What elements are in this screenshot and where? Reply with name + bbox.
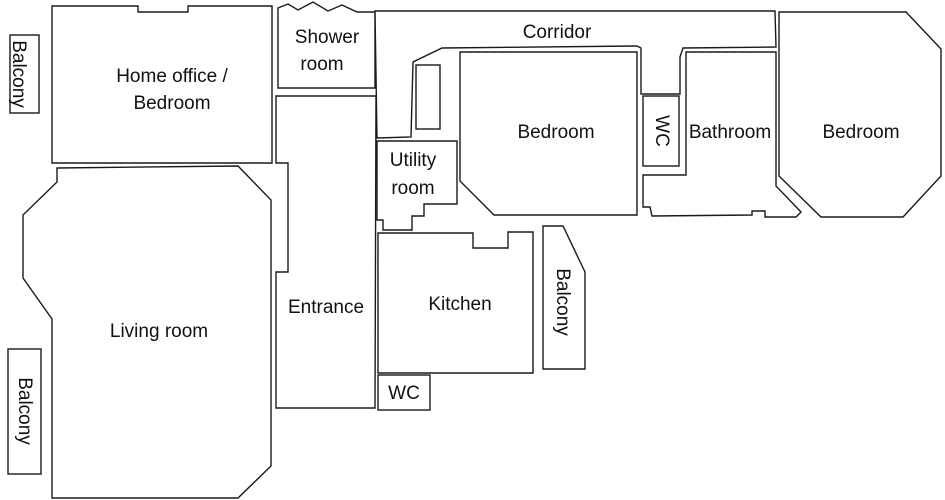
room-bathroom[interactable]: Bathroom bbox=[642, 51, 802, 218]
room-utility[interactable]: Utility room bbox=[376, 140, 458, 231]
utility-room-label-line1: Utility bbox=[390, 150, 437, 171]
bedroom-center-outline bbox=[459, 51, 638, 216]
balcony-bottom-left-outline bbox=[7, 348, 42, 475]
room-shower[interactable]: Shower room bbox=[277, 1, 376, 89]
balcony-top-left-outline bbox=[9, 34, 40, 114]
entrance-outline bbox=[275, 95, 377, 409]
bedroom-right-label: Bedroom bbox=[822, 122, 899, 143]
balcony-kitchen-label: Balcony bbox=[552, 268, 573, 336]
shower-room-label-line2: room bbox=[300, 54, 343, 75]
balcony-bottom-left-label: Balcony bbox=[14, 377, 35, 445]
corridor-outline bbox=[374, 10, 777, 139]
bedroom-center-label: Bedroom bbox=[517, 122, 594, 143]
room-kitchen[interactable]: Kitchen bbox=[377, 231, 534, 374]
living-room-outline bbox=[22, 165, 272, 499]
living-room-label: Living room bbox=[110, 321, 208, 342]
room-balcony-top-left[interactable]: Balcony bbox=[8, 34, 40, 114]
wc-upper-label: WC bbox=[651, 115, 672, 147]
corridor-cabinet bbox=[415, 64, 441, 130]
entrance-label: Entrance bbox=[288, 297, 364, 318]
home-office-label-line1: Home office / bbox=[116, 66, 228, 87]
room-balcony-kitchen[interactable]: Balcony bbox=[542, 225, 586, 370]
room-living-room[interactable]: Living room bbox=[22, 165, 272, 499]
shower-room-label-line1: Shower bbox=[295, 27, 360, 48]
bathroom-outline bbox=[642, 51, 802, 218]
room-corridor[interactable]: Corridor bbox=[374, 10, 777, 139]
room-bedroom-center[interactable]: Bedroom bbox=[459, 51, 638, 216]
bedroom-right-outline bbox=[778, 11, 942, 218]
home-office-label-line2: Bedroom bbox=[133, 93, 210, 114]
room-home-office[interactable]: Home office / Bedroom bbox=[51, 5, 273, 164]
kitchen-label: Kitchen bbox=[428, 294, 491, 315]
utility-room-outline bbox=[376, 140, 458, 231]
kitchen-outline bbox=[377, 231, 534, 374]
wc-lower-outline bbox=[377, 374, 431, 411]
room-wc-upper[interactable]: WC bbox=[642, 95, 680, 167]
room-entrance[interactable]: Entrance bbox=[275, 95, 377, 409]
balcony-kitchen-outline bbox=[542, 225, 586, 370]
utility-room-label-line2: room bbox=[391, 178, 434, 199]
corridor-label: Corridor bbox=[523, 22, 592, 43]
room-bedroom-right[interactable]: Bedroom bbox=[778, 11, 942, 218]
bathroom-label: Bathroom bbox=[689, 122, 771, 143]
shower-room-outline bbox=[277, 1, 376, 89]
balcony-top-left-label: Balcony bbox=[8, 40, 29, 108]
wc-upper-outline bbox=[642, 95, 680, 167]
wc-lower-label: WC bbox=[388, 383, 420, 404]
home-office-outline bbox=[51, 5, 273, 164]
room-balcony-bottom-left[interactable]: Balcony bbox=[7, 348, 42, 475]
room-wc-lower[interactable]: WC bbox=[377, 374, 431, 411]
